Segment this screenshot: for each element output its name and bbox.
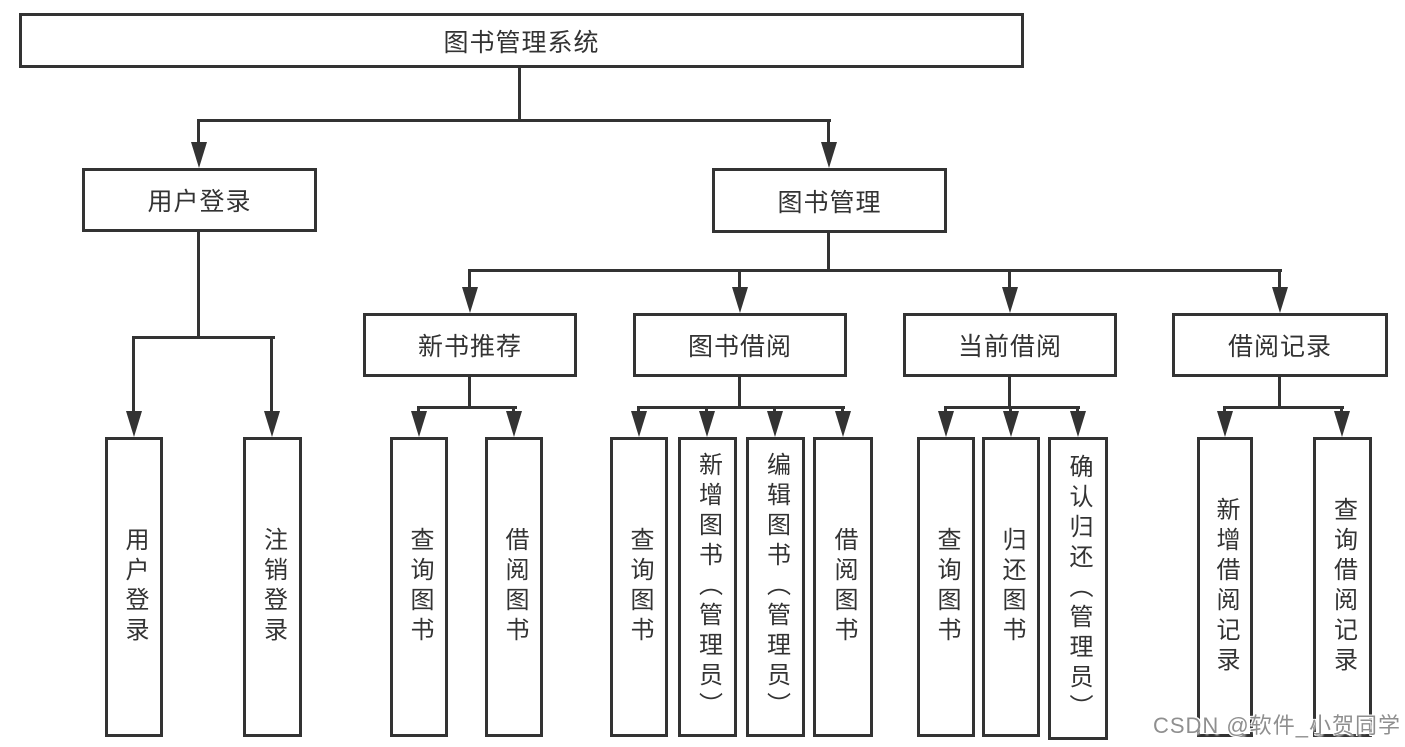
node-label: 确认归还（管理员） [1065, 453, 1092, 724]
connector-books-hline [468, 269, 1282, 272]
connector-user-hline [132, 336, 275, 339]
connector-user-stub [197, 232, 200, 338]
node-new-book-recommend: 新书推荐 [363, 313, 577, 377]
node-add-borrow-record: 新增借阅记录 [1197, 437, 1253, 737]
node-label: 当前借阅 [957, 333, 1062, 361]
connector-root-stub [518, 68, 521, 120]
arrow-to-confirm-return [1069, 406, 1086, 437]
connector-books-stub [827, 233, 830, 270]
connector-newbook-stub [468, 377, 471, 407]
connector-records-stub [1278, 377, 1281, 407]
node-borrow-book-1: 借阅图书 [485, 437, 543, 737]
node-label: 归还图书 [998, 527, 1025, 647]
node-label: 查询图书 [626, 527, 653, 647]
arrow-to-user-login-branch [190, 119, 207, 168]
connector-root-hline [197, 119, 831, 122]
arrow-to-query-book-1 [410, 406, 427, 437]
node-edit-book-admin: 编辑图书（管理员） [746, 437, 805, 737]
node-borrow-records: 借阅记录 [1172, 313, 1388, 377]
node-label: 编辑图书（管理员） [762, 452, 790, 722]
connector-borrow-stub [738, 377, 741, 407]
node-label: 查询图书 [933, 527, 960, 647]
node-label: 借阅记录 [1227, 333, 1332, 361]
arrow-to-query-book-2 [630, 406, 647, 437]
node-query-book-1: 查询图书 [390, 437, 448, 737]
connector-records-hline [1223, 406, 1344, 409]
node-book-borrow: 图书借阅 [633, 313, 847, 377]
node-label: 用户登录 [121, 527, 148, 647]
arrow-to-borrow-records [1271, 269, 1288, 313]
arrow-to-return-book [1002, 406, 1019, 437]
node-label: 新书推荐 [417, 333, 522, 361]
connector-newbook-hline [417, 406, 517, 409]
node-label: 图书借阅 [687, 333, 792, 361]
node-borrow-book-2: 借阅图书 [813, 437, 873, 737]
node-add-book-admin: 新增图书（管理员） [678, 437, 737, 737]
arrow-to-new-book-recommend [461, 269, 478, 313]
csdn-watermark: CSDN @软件_小贺同学 [1152, 713, 1401, 738]
arrow-to-book-management [820, 119, 837, 168]
arrow-to-add-book [698, 406, 715, 437]
arrow-to-query-book-3 [937, 406, 954, 437]
node-current-borrow: 当前借阅 [903, 313, 1117, 377]
node-label: 查询图书 [406, 527, 433, 647]
node-query-book-3: 查询图书 [917, 437, 975, 737]
node-user-login: 用户登录 [105, 437, 163, 737]
arrow-to-book-borrow [731, 269, 748, 313]
connector-current-hline [944, 406, 1080, 409]
connector-borrow-hline [637, 406, 845, 409]
connector-current-stub [1008, 377, 1011, 407]
node-label: 图书管理 [777, 188, 882, 217]
node-label: 新增借阅记录 [1212, 497, 1239, 677]
node-user-login-branch: 用户登录 [82, 168, 317, 232]
node-root: 图书管理系统 [19, 13, 1024, 68]
node-label: 借阅图书 [830, 527, 857, 647]
node-label: 查询借阅记录 [1329, 497, 1357, 677]
arrow-to-edit-book [766, 406, 783, 437]
node-confirm-return-admin: 确认归还（管理员） [1048, 437, 1108, 740]
node-query-borrow-record: 查询借阅记录 [1313, 437, 1372, 737]
arrow-to-borrow-book-2 [834, 406, 851, 437]
node-book-management: 图书管理 [712, 168, 947, 233]
node-label: 图书管理系统 [443, 28, 600, 57]
node-logout: 注销登录 [243, 437, 302, 737]
node-label: 借阅图书 [501, 527, 528, 647]
arrow-to-current-borrow [1001, 269, 1018, 313]
node-label: 新增图书（管理员） [694, 452, 722, 722]
arrow-to-logout [263, 336, 280, 437]
node-query-book-2: 查询图书 [610, 437, 668, 737]
arrow-to-add-borrow-record [1216, 406, 1233, 437]
node-label: 注销登录 [259, 527, 287, 647]
node-return-book: 归还图书 [982, 437, 1040, 737]
node-label: 用户登录 [147, 188, 252, 216]
arrow-to-borrow-book-1 [505, 406, 522, 437]
arrow-to-user-login [125, 336, 142, 437]
arrow-to-query-borrow-record [1333, 406, 1350, 437]
